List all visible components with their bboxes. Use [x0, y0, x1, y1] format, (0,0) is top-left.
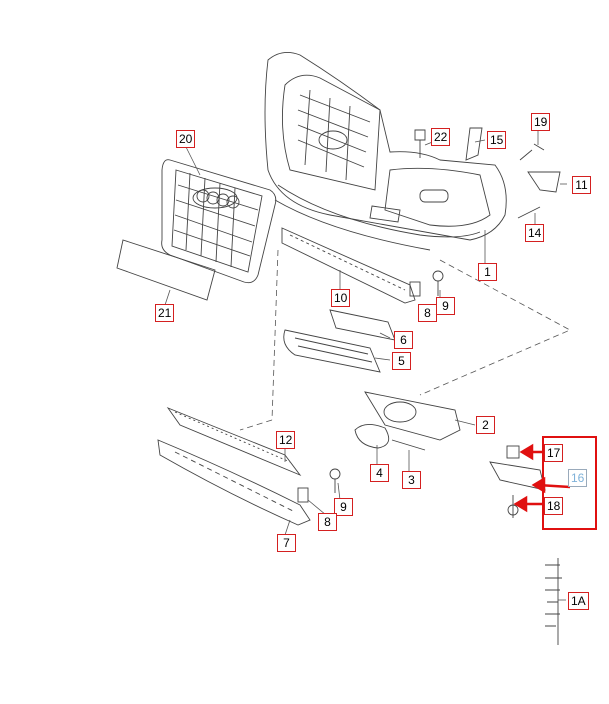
strip-part-3 [391, 439, 426, 451]
callout-17[interactable]: 17 [544, 444, 564, 462]
callout-11[interactable]: 11 [572, 176, 591, 194]
callout-9-upper[interactable]: 9 [436, 297, 455, 315]
fog-grille-part-5 [283, 329, 381, 373]
callout-18[interactable]: 18 [544, 497, 564, 515]
callout-7[interactable]: 7 [277, 534, 296, 552]
callout-19[interactable]: 19 [531, 113, 551, 131]
cap-part-11 [527, 171, 561, 193]
callout-22[interactable]: 22 [431, 128, 451, 146]
bracket-part-15 [465, 127, 483, 161]
spoiler-part-7 [157, 439, 311, 526]
callout-16[interactable]: 16 [568, 469, 588, 487]
callout-20[interactable]: 20 [176, 130, 196, 148]
callout-14[interactable]: 14 [525, 224, 545, 242]
callout-8-upper[interactable]: 8 [418, 304, 437, 322]
callout-6[interactable]: 6 [394, 331, 413, 349]
clip-part [409, 281, 421, 297]
screw-part-19 [519, 143, 545, 161]
grille-part [161, 159, 277, 284]
fog-trim-part-2 [364, 391, 461, 441]
highlight-box [542, 436, 597, 530]
license-plate-bracket [116, 239, 216, 301]
callout-10[interactable]: 10 [331, 289, 351, 307]
lower-grille-strip [281, 227, 416, 304]
fastener-set-1A [545, 558, 562, 645]
callout-15[interactable]: 15 [487, 131, 507, 149]
lower-trim-part-12 [166, 407, 302, 477]
callout-1[interactable]: 1 [478, 263, 497, 281]
callout-21[interactable]: 21 [155, 304, 175, 322]
screw-part-14 [517, 206, 541, 219]
callout-8-lower[interactable]: 8 [318, 513, 337, 531]
callout-12[interactable]: 12 [276, 431, 296, 449]
bumper-cover-part [264, 51, 507, 251]
callout-9-lower[interactable]: 9 [334, 498, 353, 516]
ring-part-4 [354, 424, 390, 449]
callout-1A[interactable]: 1A [568, 592, 589, 610]
clip-part-lower [297, 487, 309, 503]
bolt-part-22 [414, 129, 426, 158]
callout-2[interactable]: 2 [476, 416, 495, 434]
callout-4[interactable]: 4 [370, 464, 389, 482]
callout-5[interactable]: 5 [392, 352, 411, 370]
callout-3[interactable]: 3 [402, 471, 421, 489]
